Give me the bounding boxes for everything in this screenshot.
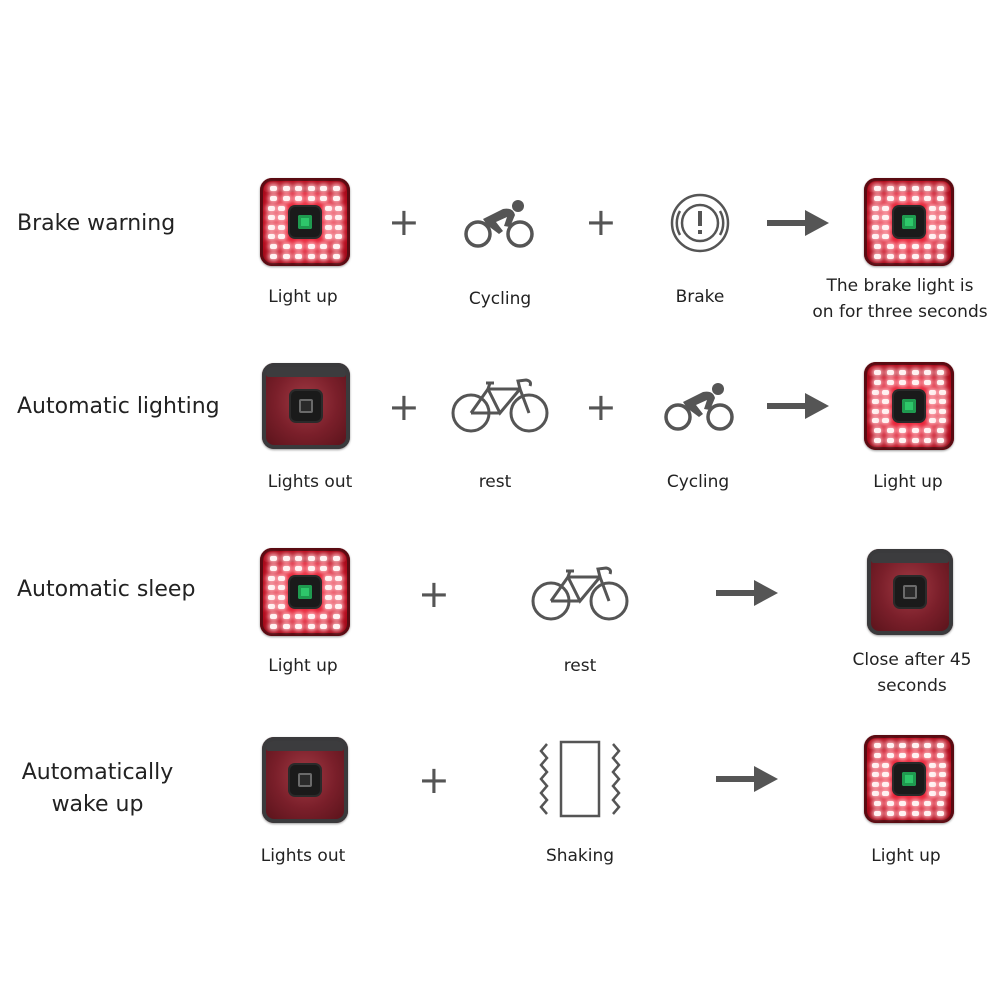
- caption-cycling: Cycling: [468, 289, 532, 309]
- taillight-off: [867, 549, 953, 635]
- cyclist-icon: [664, 383, 734, 431]
- brake-warning-icon: [670, 193, 730, 253]
- taillight-off: [262, 363, 350, 449]
- caption-lights-out: Lights out: [260, 846, 346, 866]
- taillight-on: [260, 548, 350, 636]
- shaking-icon: [539, 740, 621, 818]
- row-title-brake-warning: Brake warning: [17, 211, 176, 236]
- caption-brake-light-line2: on for three seconds: [812, 302, 988, 322]
- plus-icon: +: [418, 572, 450, 616]
- row-title-wake-up-line1: Automatically: [21, 760, 174, 785]
- arrow-right-icon: [716, 580, 778, 606]
- plus-icon: +: [388, 200, 420, 244]
- caption-brake-light-line1: The brake light is: [826, 276, 974, 296]
- caption-lights-out: Lights out: [267, 472, 353, 492]
- plus-icon: +: [418, 758, 450, 802]
- caption-light-up: Light up: [268, 287, 338, 307]
- taillight-on: [260, 178, 350, 266]
- taillight-off: [262, 737, 348, 823]
- row-title-automatic-sleep: Automatic sleep: [17, 577, 196, 602]
- caption-brake: Brake: [675, 287, 725, 307]
- plus-icon: +: [388, 385, 420, 429]
- caption-light-up: Light up: [873, 472, 943, 492]
- arrow-right-icon: [716, 766, 778, 792]
- arrow-right-icon: [767, 210, 829, 236]
- bicycle-icon: [451, 378, 549, 433]
- caption-close-line2: seconds: [877, 676, 947, 696]
- taillight-on: [864, 735, 954, 823]
- caption-light-up: Light up: [268, 656, 338, 676]
- row-title-automatic-lighting: Automatic lighting: [17, 394, 220, 419]
- bicycle-icon: [531, 566, 629, 621]
- taillight-on: [864, 178, 954, 266]
- taillight-on: [864, 362, 954, 450]
- arrow-right-icon: [767, 393, 829, 419]
- cyclist-icon: [464, 200, 534, 248]
- row-title-wake-up-line2: wake up: [51, 792, 144, 817]
- caption-cycling: Cycling: [666, 472, 730, 492]
- caption-rest: rest: [478, 472, 512, 492]
- plus-icon: +: [585, 385, 617, 429]
- caption-close-line1: Close after 45: [852, 650, 972, 670]
- caption-shaking: Shaking: [545, 846, 615, 866]
- caption-rest: rest: [563, 656, 597, 676]
- plus-icon: +: [585, 200, 617, 244]
- caption-light-up: Light up: [871, 846, 941, 866]
